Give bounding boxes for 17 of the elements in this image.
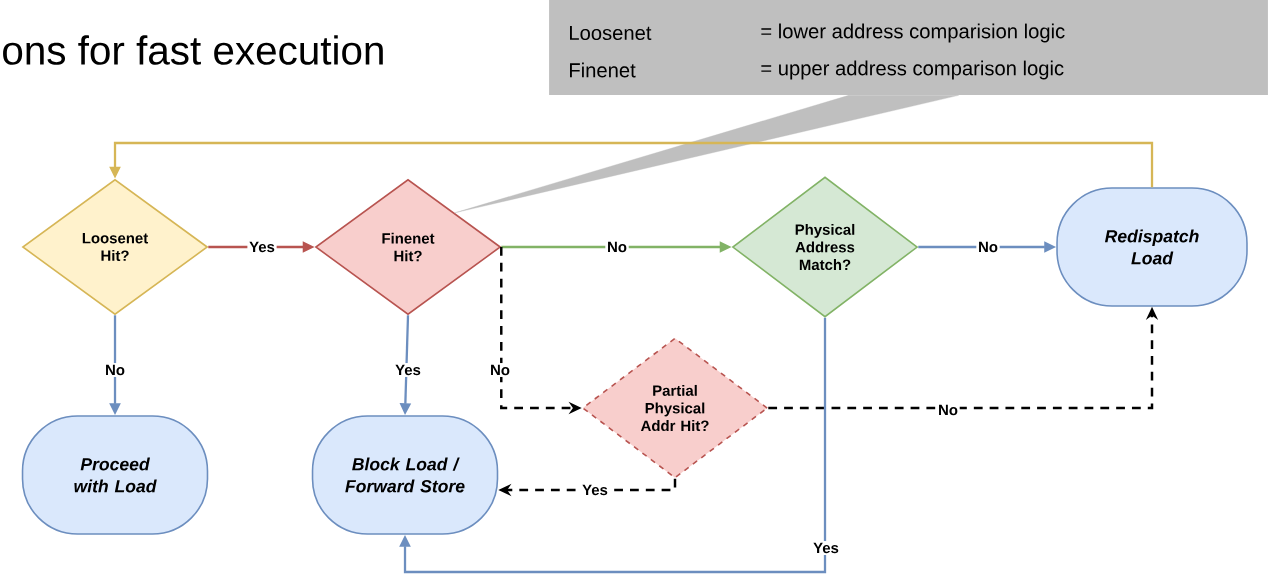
terminal-box: Block Load / Forward Store xyxy=(311,415,499,535)
callout-pointer xyxy=(454,95,959,214)
title: ons for fast execution xyxy=(3,35,383,65)
edge-label: No xyxy=(488,363,512,377)
edge-label: Yes xyxy=(811,541,841,555)
edge-label: No xyxy=(103,363,127,377)
terminal-box: Proceed with Load xyxy=(21,415,209,535)
callout-box: Loosenet = lower address comparision logic Finenet = upper address comparison logic xyxy=(549,0,1268,95)
arrow xyxy=(399,317,827,574)
edge-label: Yes xyxy=(247,240,277,254)
edge-label: Yes xyxy=(393,363,423,377)
edge-label: No xyxy=(976,240,1000,254)
arrow xyxy=(109,141,1154,188)
terminal-box: Redispatch Load xyxy=(1056,187,1248,307)
edge-label: No xyxy=(605,240,629,254)
edge-label: No xyxy=(936,403,960,417)
edge-label: Yes xyxy=(580,483,610,497)
